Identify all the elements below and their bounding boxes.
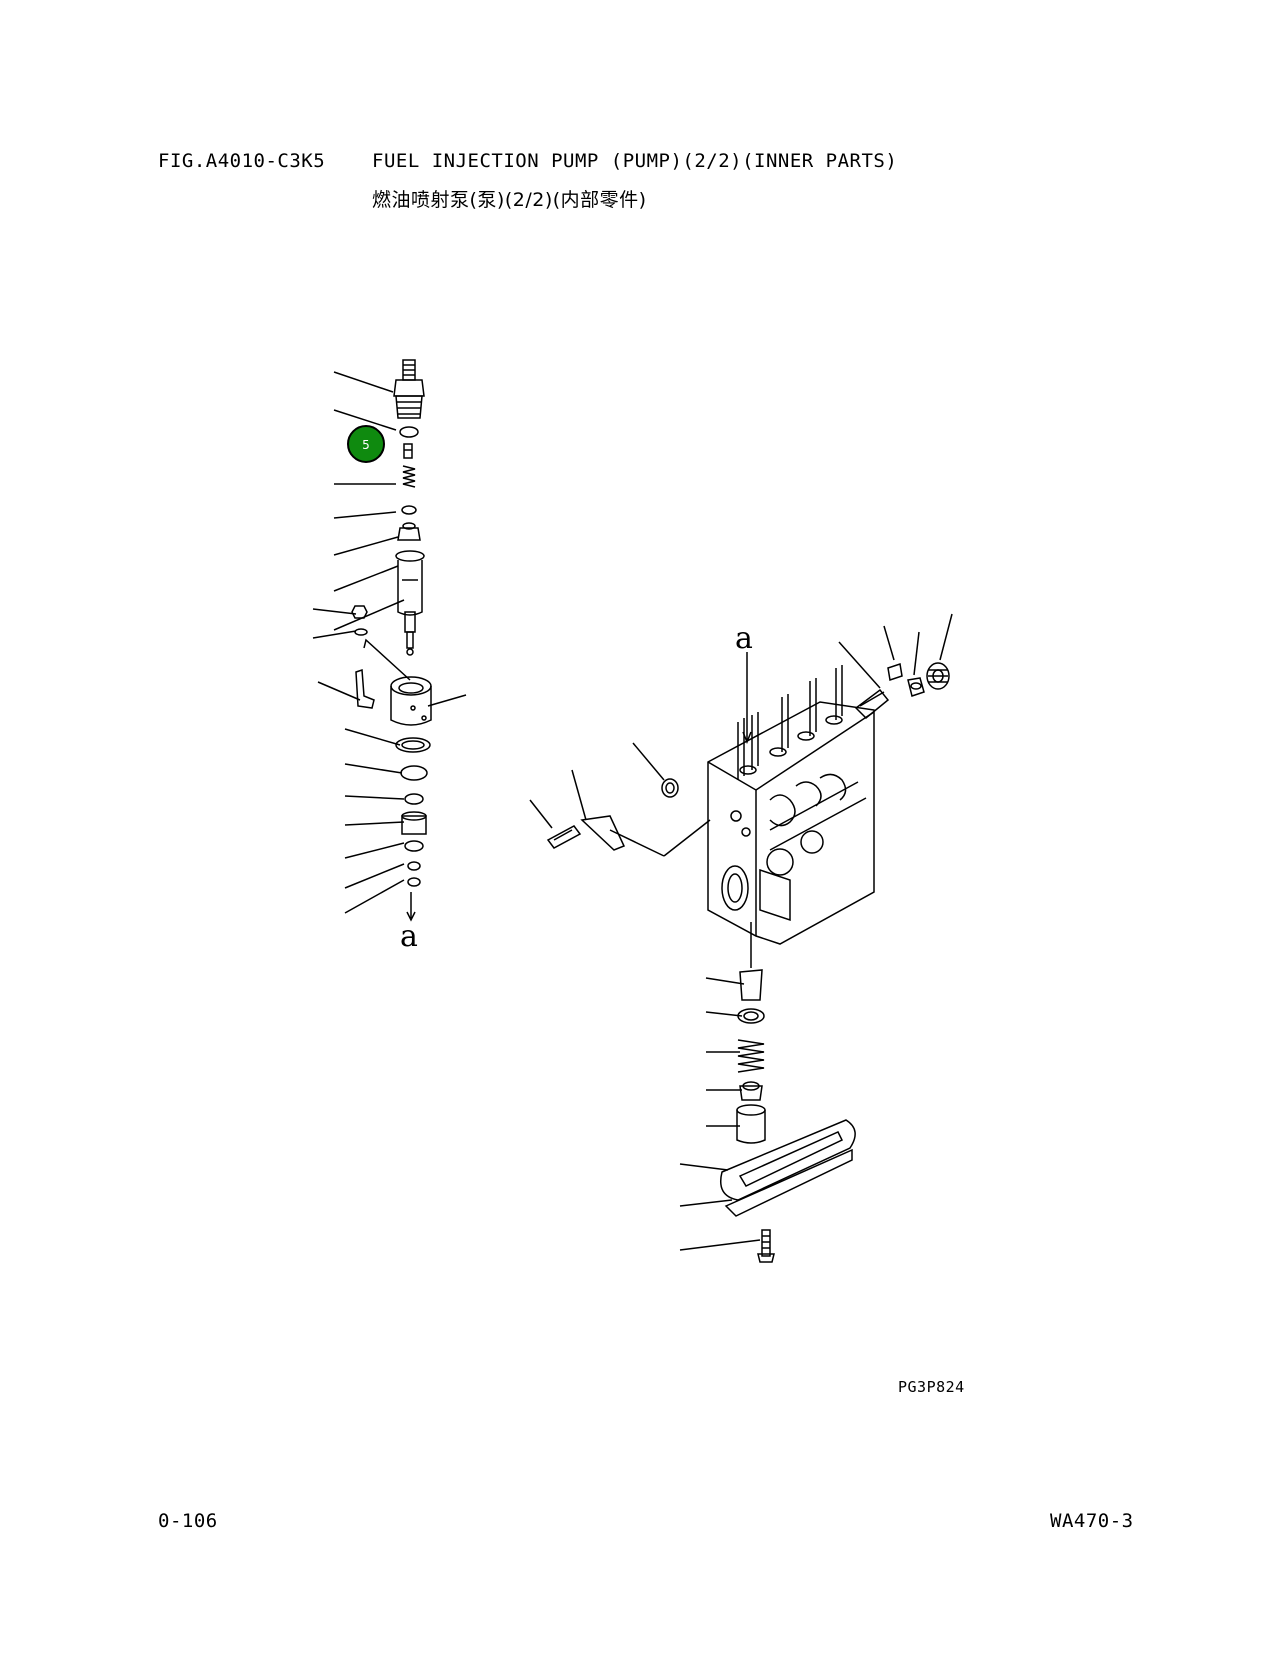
left-parts-stack (312, 359, 467, 922)
page-number: 0-106 (158, 1510, 218, 1532)
drawing-reference: PG3P824 (898, 1378, 965, 1396)
pump-housing (707, 652, 875, 945)
right-top-parts (838, 613, 953, 720)
page-title: FUEL INJECTION PUMP (PUMP)(2/2)(INNER PA… (372, 150, 898, 172)
connector-label-top: a (735, 621, 753, 656)
connector-label-bottom: a (400, 919, 418, 954)
callout-number: 5 (362, 438, 370, 452)
lower-parts-stack (679, 922, 856, 1263)
model-number: WA470-3 (1050, 1510, 1134, 1532)
page-title-chinese: 燃油喷射泵(泵)(2/2)(内部零件) (372, 189, 647, 211)
bracket-and-bolt (529, 742, 711, 857)
callout-marker-5[interactable]: 5 (347, 425, 385, 463)
figure-code: FIG.A4010-C3K5 (158, 150, 326, 172)
